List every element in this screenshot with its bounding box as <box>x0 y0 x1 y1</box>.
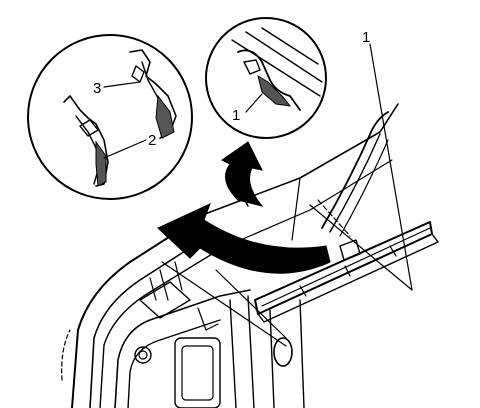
window-opening-flange <box>339 139 389 237</box>
body-hole-inner <box>138 350 148 360</box>
a-pillar-flange <box>99 247 223 408</box>
a-pillar-inner <box>89 234 211 408</box>
small-curved-arrow <box>221 141 264 207</box>
clip-lower <box>63 95 109 187</box>
callout-3-leader <box>103 81 141 88</box>
leader-line-left <box>161 261 287 347</box>
molding-profile-shading <box>257 74 292 107</box>
molding-strip-edge <box>257 233 439 323</box>
b-pillar-right <box>247 295 255 408</box>
door-panel-cutout <box>174 337 221 408</box>
door-opening-left <box>114 289 251 408</box>
molding-profile-lip <box>243 59 261 75</box>
a-pillar-outer <box>71 213 206 408</box>
callout-1-detail-label: 1 <box>232 107 240 124</box>
callout-2-label: 2 <box>148 132 156 149</box>
vehicle-body <box>61 103 399 408</box>
large-arrow-shape <box>157 203 331 274</box>
callout-1-main: 1 <box>362 29 413 291</box>
leader-dashed-1 <box>317 199 351 237</box>
pillar-clip <box>197 307 219 331</box>
small-arrow-highlight <box>240 169 249 207</box>
detail-circle-molding: 1 <box>205 17 327 139</box>
clip-lower-shading <box>95 140 107 187</box>
body-ribs <box>149 261 183 301</box>
callout-3-label: 3 <box>93 80 101 97</box>
detail-circle-clips: 3 2 <box>27 34 193 200</box>
door-panel-cutout-inner <box>181 345 214 401</box>
body-hidden-line <box>61 329 71 381</box>
door-opening-inner <box>127 319 221 408</box>
clip-lower-tab <box>79 119 99 137</box>
leader-line-left-2 <box>215 269 287 339</box>
molding-clip-marks <box>299 245 397 297</box>
hinge-pillar-lines <box>269 299 305 408</box>
clip-upper-shading <box>155 94 175 139</box>
large-arrow-highlight <box>209 231 323 256</box>
b-pillar-left <box>229 299 237 408</box>
detail-circle-left-border <box>27 34 193 200</box>
detail-leader-lines <box>161 199 413 347</box>
large-curved-arrow <box>157 203 331 274</box>
callout-2-leader <box>103 139 147 159</box>
roof-inner-line <box>221 159 393 249</box>
detail-circle-right-border <box>205 17 327 139</box>
body-hole <box>134 346 152 364</box>
molding-profile-curve <box>237 49 301 111</box>
molding-profile-line-1 <box>231 39 321 97</box>
molding-profile-line-3 <box>261 27 319 65</box>
roof-seam <box>291 177 301 241</box>
hinge-hole <box>273 337 293 367</box>
clip-upper <box>129 49 177 139</box>
molding-profile-line-2 <box>245 31 323 83</box>
callout-1-main-leader <box>369 43 413 291</box>
callout-1-main-label: 1 <box>362 29 370 46</box>
window-opening-edge <box>321 111 389 229</box>
callout-1-detail-leader <box>245 93 263 113</box>
window-opening-inner <box>329 133 381 233</box>
pillar-bracket <box>139 281 191 319</box>
leader-line-to-detail <box>309 204 413 291</box>
molding-clip-box <box>339 239 361 261</box>
